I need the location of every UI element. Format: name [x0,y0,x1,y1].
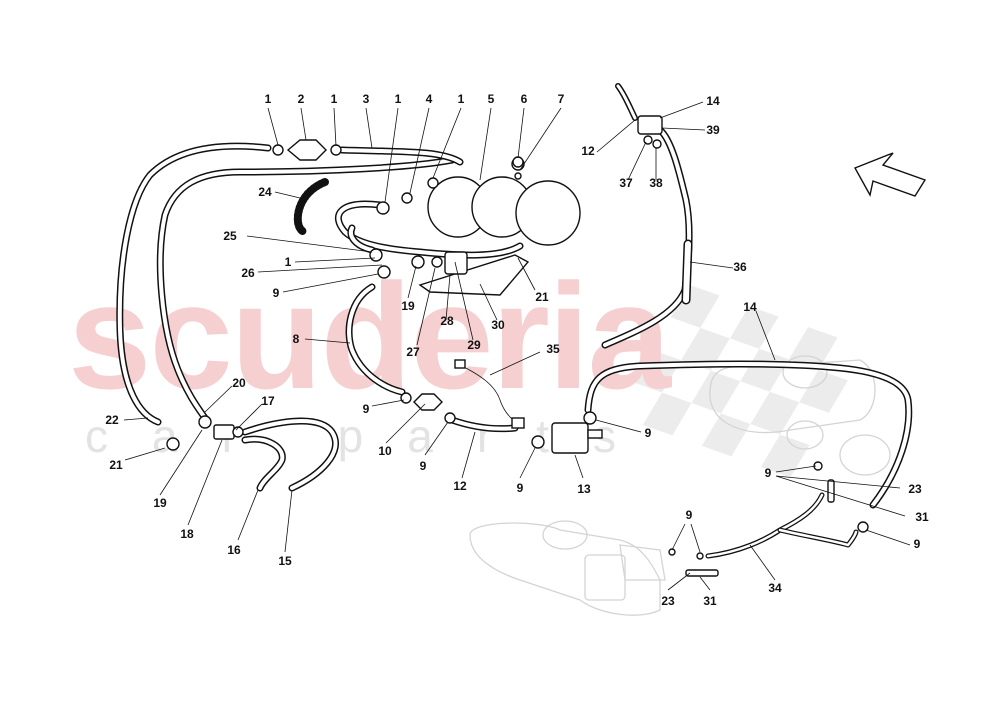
callout-4: 4 [426,92,433,106]
callout-17: 17 [261,394,275,408]
callout-6: 6 [521,92,528,106]
callout-18: 18 [180,527,194,541]
callout-1: 1 [395,92,402,106]
callout-9: 9 [645,426,652,440]
callout-23: 23 [908,482,922,496]
direction-arrow-icon [854,152,927,197]
callout-35: 35 [546,342,560,356]
callout-12: 12 [453,479,467,493]
callout-31: 31 [703,594,717,608]
callout-29: 29 [467,338,481,352]
callout-labels: 1 2 1 3 1 4 1 5 6 7 14 12 39 37 38 24 25… [105,92,929,608]
callout-5: 5 [488,92,495,106]
callout-7: 7 [558,92,565,106]
callout-1: 1 [458,92,465,106]
callout-39: 39 [706,123,720,137]
callout-1: 1 [331,92,338,106]
callout-30: 30 [491,318,505,332]
checkered-flag-icon [632,285,848,478]
callout-22: 22 [105,413,119,427]
callout-20: 20 [232,376,246,390]
callout-16: 16 [227,543,241,557]
callout-9: 9 [914,537,921,551]
callout-36: 36 [733,260,747,274]
callout-14: 14 [743,300,757,314]
callout-12: 12 [581,144,595,158]
callout-25: 25 [223,229,237,243]
watermark-subtitle: car parts [85,410,660,462]
callout-24: 24 [258,185,272,199]
callout-21: 21 [535,290,549,304]
callout-9: 9 [273,286,280,300]
callout-34: 34 [768,581,782,595]
callout-1: 1 [285,255,292,269]
callout-23: 23 [661,594,675,608]
callout-38: 38 [649,176,663,190]
ghost-components [469,355,891,616]
callout-31: 31 [915,510,929,524]
callout-3: 3 [363,92,370,106]
callout-1: 1 [265,92,272,106]
callout-9: 9 [517,481,524,495]
callout-21: 21 [109,458,123,472]
callout-8: 8 [293,332,300,346]
callout-15: 15 [278,554,292,568]
callout-9: 9 [765,466,772,480]
callout-10: 10 [378,444,392,458]
leader-lines [123,101,911,591]
callout-2: 2 [298,92,305,106]
callout-26: 26 [241,266,255,280]
callout-28: 28 [440,314,454,328]
callout-37: 37 [619,176,633,190]
callout-27: 27 [406,345,420,359]
hoses [116,83,913,559]
callout-13: 13 [577,482,591,496]
callout-19: 19 [401,299,415,313]
callout-9: 9 [686,508,693,522]
callout-9: 9 [363,402,370,416]
callout-19: 19 [153,496,167,510]
callout-9: 9 [420,459,427,473]
callout-14: 14 [706,94,720,108]
